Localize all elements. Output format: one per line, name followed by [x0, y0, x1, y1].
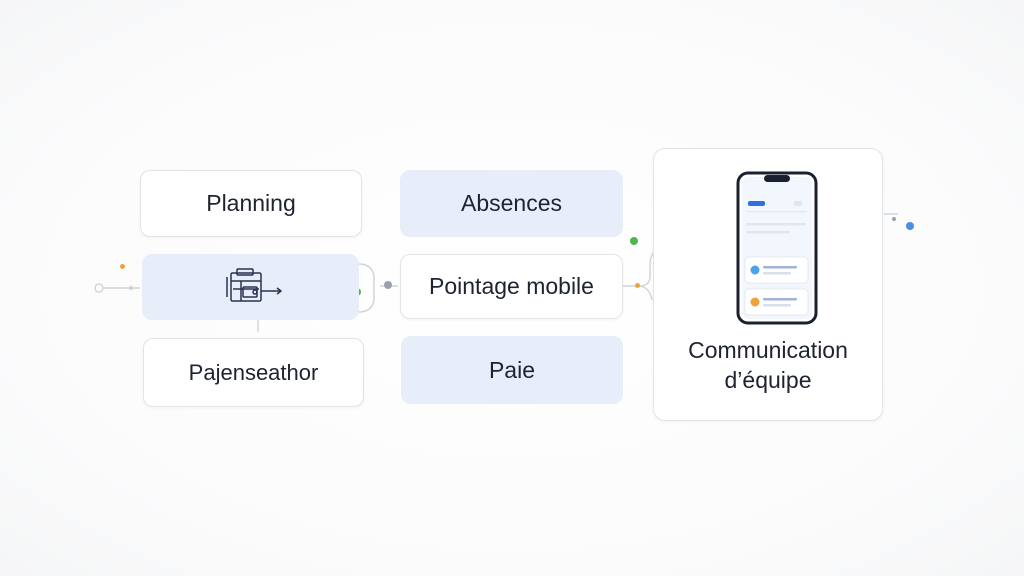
module-card-planning[interactable]: Planning	[140, 170, 362, 237]
bracket-node	[384, 281, 392, 289]
accent-dot-blue	[906, 222, 914, 230]
communication-label-line2: d’équipe	[724, 367, 812, 393]
module-label-absences: Absences	[460, 190, 562, 216]
module-card-pointage-mobile[interactable]: Pointage mobile	[400, 254, 623, 319]
module-label-paie: Paie	[488, 356, 536, 383]
accent-dot-orange	[120, 264, 125, 269]
module-card-communication[interactable]: Communication d’équipe	[653, 148, 883, 421]
communication-label-line1: Communication	[688, 337, 848, 363]
module-label-pointage-mobile: Pointage mobile	[429, 273, 594, 299]
left-node-small	[128, 285, 134, 291]
pointage-to-comm-lower-connector	[639, 285, 653, 301]
module-label-planning: Planning	[206, 190, 296, 216]
accent-dot-green	[630, 237, 638, 245]
scheduler-board-icon	[225, 268, 282, 302]
module-card-pajenseathor[interactable]: Pajenseathor	[143, 338, 364, 407]
accent-dot-gray	[892, 217, 896, 221]
module-label-communication: Communication d’équipe	[654, 335, 882, 395]
icon-to-pointage-connector	[358, 263, 375, 313]
module-card-absences[interactable]: Absences	[400, 170, 623, 237]
left-node	[94, 283, 104, 293]
accent-dot-orange	[635, 283, 640, 288]
module-card-paie[interactable]: Paie	[401, 336, 623, 404]
module-card-scheduler[interactable]	[142, 254, 359, 320]
smartphone-app-icon	[736, 171, 818, 325]
module-label-pajenseathor: Pajenseathor	[188, 359, 319, 385]
